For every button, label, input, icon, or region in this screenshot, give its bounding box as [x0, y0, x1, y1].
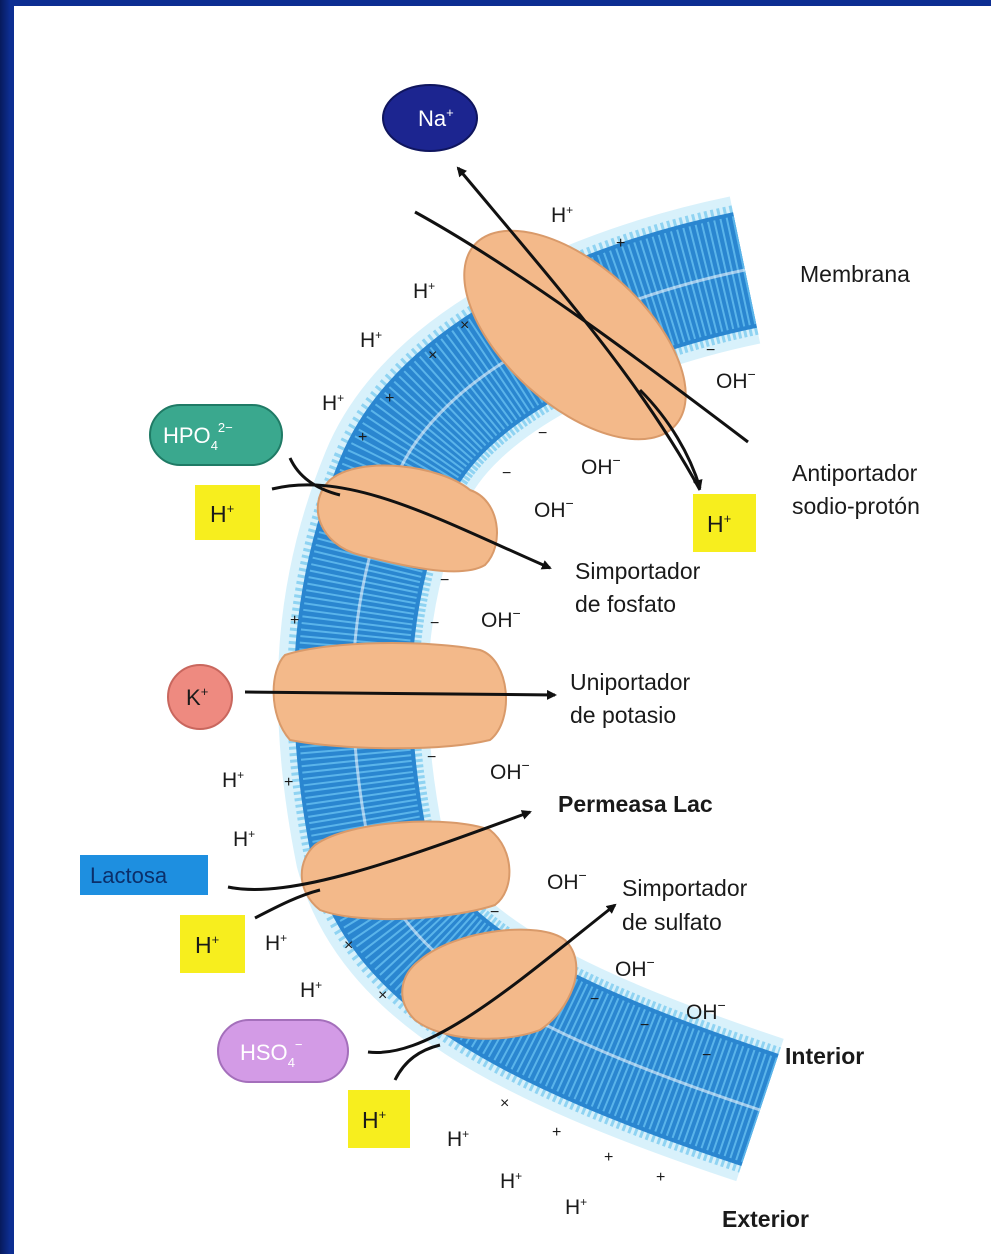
- uniporter-label-2: de potasio: [570, 702, 676, 728]
- oh-ion: OH−: [615, 954, 655, 981]
- svg-text:−: −: [440, 572, 449, 589]
- h-ion: H+: [222, 768, 244, 792]
- h-ion: H+: [265, 931, 287, 955]
- svg-text:×: ×: [344, 937, 353, 954]
- oh-ion: OH−: [547, 867, 587, 894]
- h-ion: H+: [300, 978, 322, 1002]
- h-box-sulfate: H+: [348, 1090, 410, 1148]
- h-ion: H+: [500, 1169, 522, 1193]
- svg-text:−: −: [590, 991, 599, 1008]
- membrane-label: Membrana: [800, 261, 910, 287]
- oh-ion: OH−: [534, 495, 574, 522]
- svg-text:−: −: [538, 425, 547, 442]
- oh-ion: OH−: [716, 366, 756, 393]
- phosphate-symporter-label-1: Simportador: [575, 558, 701, 584]
- oh-ion: OH−: [490, 757, 530, 784]
- sulfate-symporter-label-2: de sulfato: [622, 909, 722, 935]
- molecule-na: Na+: [383, 85, 477, 151]
- sulfate-symporter-label-1: Simportador: [622, 875, 748, 901]
- svg-text:+: +: [385, 390, 394, 407]
- h-ion: H+: [413, 279, 435, 303]
- svg-text:−: −: [702, 1047, 711, 1064]
- svg-text:+: +: [604, 1149, 613, 1166]
- molecule-hpo4: HPO42−: [150, 405, 282, 465]
- lac-permease-protein: [302, 822, 510, 919]
- svg-text:+: +: [284, 774, 293, 791]
- exterior-label: Exterior: [722, 1206, 809, 1232]
- svg-text:×: ×: [460, 317, 469, 334]
- svg-text:×: ×: [500, 1095, 509, 1112]
- h-ion: H+: [551, 203, 573, 227]
- uniporter-label-1: Uniportador: [570, 669, 691, 695]
- molecule-hso4: HSO4−: [218, 1020, 348, 1082]
- phosphate-symporter-label-2: de fosfato: [575, 591, 676, 617]
- interior-label: Interior: [785, 1043, 864, 1069]
- lactosa-label: Lactosa: [90, 863, 168, 888]
- molecule-k: K+: [168, 665, 232, 729]
- svg-text:+: +: [290, 612, 299, 629]
- svg-text:+: +: [656, 1169, 665, 1186]
- oh-ion: OH−: [481, 605, 521, 632]
- h-ion: H+: [360, 328, 382, 352]
- svg-text:−: −: [706, 342, 715, 359]
- permease-label: Permeasa Lac: [558, 791, 713, 817]
- molecule-lactosa: Lactosa: [80, 855, 208, 895]
- svg-text:+: +: [358, 429, 367, 446]
- oh-ion: OH−: [581, 452, 621, 479]
- svg-text:+: +: [616, 235, 625, 252]
- h-box-antiporter: H+: [693, 494, 756, 552]
- svg-text:−: −: [502, 465, 511, 482]
- h-box-phosphate: H+: [195, 485, 260, 540]
- antiporter-label-2: sodio-protón: [792, 493, 920, 519]
- svg-text:−: −: [427, 749, 436, 766]
- svg-text:−: −: [490, 904, 499, 921]
- antiporter-label-1: Antiportador: [792, 460, 918, 486]
- h-ion: H+: [322, 391, 344, 415]
- h-ion: H+: [233, 827, 255, 851]
- svg-text:−: −: [430, 615, 439, 632]
- h-box-lactose: H+: [180, 915, 245, 973]
- h-ion: H+: [565, 1195, 587, 1219]
- svg-text:+: +: [552, 1124, 561, 1141]
- h-ion: H+: [447, 1127, 469, 1151]
- svg-text:×: ×: [378, 987, 387, 1004]
- svg-text:−: −: [640, 1017, 649, 1034]
- svg-text:×: ×: [428, 347, 437, 364]
